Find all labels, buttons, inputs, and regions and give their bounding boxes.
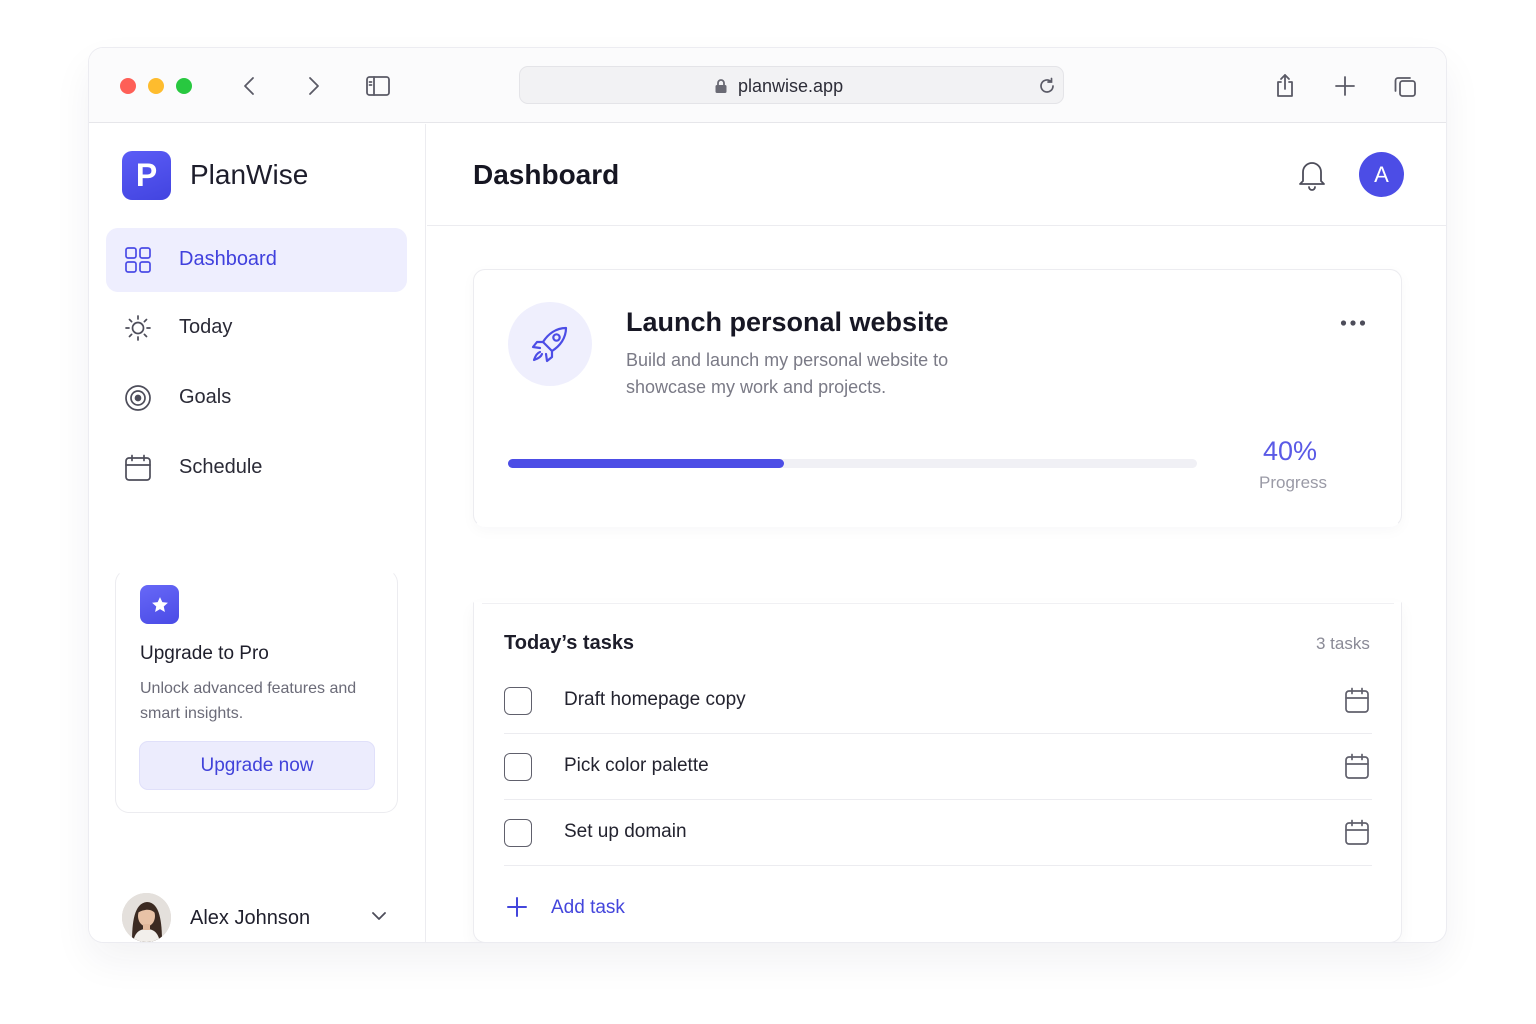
zoom-window-button[interactable] xyxy=(176,78,192,94)
grid-icon xyxy=(124,246,152,274)
reload-icon[interactable] xyxy=(1037,76,1057,101)
plus-icon xyxy=(1335,76,1355,96)
sidebar-item-label: Schedule xyxy=(179,456,263,478)
project-title: Launch personal website xyxy=(626,307,949,337)
divider xyxy=(482,603,1394,604)
task-label: Draft homepage copy xyxy=(564,689,746,710)
task-row[interactable]: Pick color palette xyxy=(504,734,1372,800)
progress-fill xyxy=(508,459,784,468)
main-content: Dashboard A Launch personal website Buil… xyxy=(427,124,1446,942)
bell-icon[interactable] xyxy=(1296,157,1328,196)
progress-bar xyxy=(508,459,1197,468)
user-menu[interactable]: Alex Johnson xyxy=(122,893,394,942)
upgrade-now-button[interactable]: Upgrade now xyxy=(139,741,375,790)
add-task-label: Add task xyxy=(551,897,625,918)
plus-icon xyxy=(506,896,528,923)
close-window-button[interactable] xyxy=(120,78,136,94)
chevron-left-icon xyxy=(244,77,254,95)
tabs-icon xyxy=(1394,77,1416,97)
calendar-icon xyxy=(124,454,152,482)
calendar-icon[interactable] xyxy=(1344,687,1370,720)
share-icon xyxy=(1277,74,1293,97)
target-icon xyxy=(124,384,152,412)
back-button[interactable] xyxy=(234,70,266,102)
task-row[interactable]: Draft homepage copy xyxy=(504,668,1372,734)
sidebar-item-today[interactable]: Today xyxy=(106,296,407,360)
sidebar-item-label: Dashboard xyxy=(179,248,277,270)
progress-percentage: 40% xyxy=(1263,436,1318,466)
upgrade-title: Upgrade to Pro xyxy=(140,643,269,664)
sidebar-item-schedule[interactable]: Schedule xyxy=(106,436,407,500)
tab-overview-button[interactable] xyxy=(1389,70,1421,102)
avatar[interactable]: A xyxy=(1359,152,1404,197)
todays-tasks-panel: Today’s tasks 3 tasks Draft homepage cop… xyxy=(473,602,1402,942)
brand-name: PlanWise xyxy=(190,159,309,190)
forward-button[interactable] xyxy=(297,70,329,102)
task-checkbox[interactable] xyxy=(504,819,532,847)
sidebar: P PlanWise Dashboard Today Goals Sch xyxy=(89,124,426,942)
add-task-button[interactable]: Add task xyxy=(506,894,666,922)
chevron-right-icon xyxy=(309,77,319,95)
minimize-window-button[interactable] xyxy=(148,78,164,94)
sun-icon xyxy=(124,314,152,342)
calendar-icon[interactable] xyxy=(1344,819,1370,852)
lock-icon xyxy=(714,78,728,99)
project-card[interactable]: Launch personal website Build and launch… xyxy=(473,269,1402,527)
task-label: Set up domain xyxy=(564,821,687,842)
chevron-down-icon[interactable] xyxy=(369,906,389,931)
sidebar-item-goals[interactable]: Goals xyxy=(106,366,407,430)
upgrade-card: Upgrade to Pro Unlock advanced features … xyxy=(115,569,398,813)
sidebar-item-label: Goals xyxy=(179,386,232,408)
rocket-icon xyxy=(508,302,592,386)
star-icon xyxy=(140,585,179,624)
url-text: planwise.app xyxy=(738,76,844,96)
tasks-title: Today’s tasks xyxy=(504,632,635,654)
avatar xyxy=(122,893,171,942)
task-checkbox[interactable] xyxy=(504,687,532,715)
tasks-count: 3 tasks xyxy=(1316,634,1370,653)
sidebar-icon xyxy=(366,76,390,96)
task-checkbox[interactable] xyxy=(504,753,532,781)
page-title: Dashboard xyxy=(473,159,620,190)
share-button[interactable] xyxy=(1269,70,1301,102)
browser-toolbar: planwise.app xyxy=(89,48,1446,123)
sidebar-item-dashboard[interactable]: Dashboard xyxy=(106,228,407,292)
brand-logo-letter: P xyxy=(135,157,158,193)
page-header: Dashboard A xyxy=(427,124,1446,226)
task-row[interactable]: Set up domain xyxy=(504,800,1372,866)
new-tab-button[interactable] xyxy=(1329,70,1361,102)
address-bar[interactable]: planwise.app xyxy=(519,66,1064,104)
browser-window: planwise.app P PlanWise Dashboard xyxy=(89,48,1446,942)
progress-label: Progress xyxy=(1259,473,1328,492)
sidebar-item-label: Today xyxy=(179,316,233,338)
task-label: Pick color palette xyxy=(564,755,709,776)
user-name: Alex Johnson xyxy=(190,907,311,929)
sidebar-toggle-button[interactable] xyxy=(362,70,394,102)
more-options-icon[interactable] xyxy=(1340,314,1366,332)
calendar-icon[interactable] xyxy=(1344,753,1370,786)
upgrade-description: Unlock advanced features and smart insig… xyxy=(140,680,357,722)
project-description: Build and launch my personal website to … xyxy=(626,350,949,397)
brand-logo: P xyxy=(122,151,171,200)
